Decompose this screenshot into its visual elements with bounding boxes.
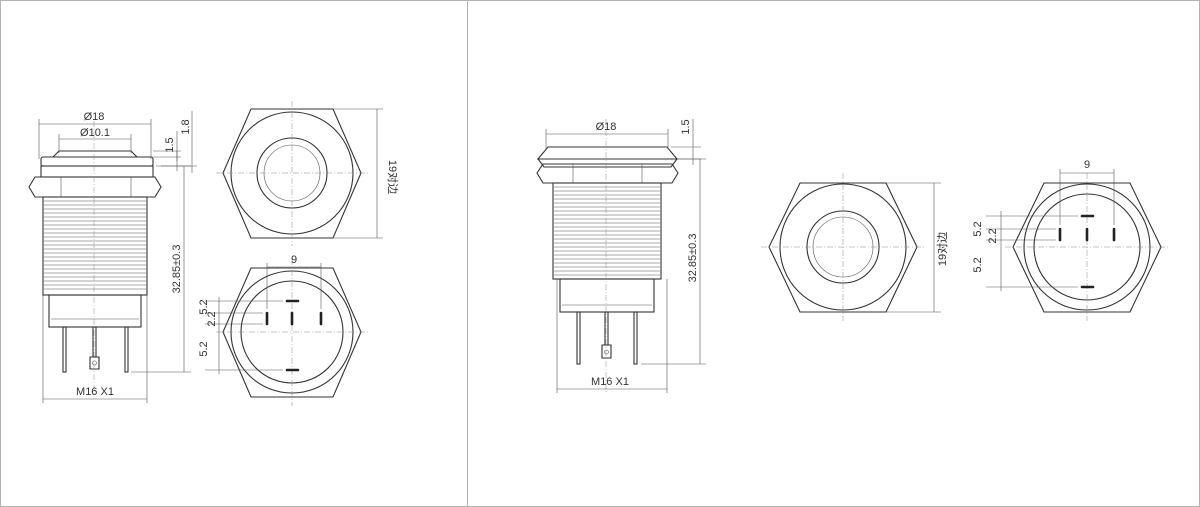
thread-lines — [554, 186, 660, 276]
dim-pin-spacing: 9 — [1084, 159, 1090, 171]
dim-pin-offset-c: 5.2 — [198, 341, 210, 356]
right-bottom-view: 9 5.2 2.2 5.2 — [972, 159, 1169, 321]
dim-outer-dia: Ø18 — [84, 111, 105, 123]
dim-total-length: 32.85±0.3 — [687, 234, 699, 283]
dim-thread: M16 X1 — [591, 376, 629, 388]
dim-hex-across-flats: 19对边 — [386, 160, 400, 194]
dim-pin-spacing: 9 — [291, 254, 297, 266]
left-bottom-view: 9 5.2 2.2 5.2 — [198, 254, 368, 406]
dim-hex-across-flats: 19对边 — [935, 232, 949, 266]
dim-pin-offset-a: 5.2 — [198, 299, 210, 314]
dim-pin-offset-b: 2.2 — [987, 228, 999, 243]
dim-cap-height: 1.5 — [680, 119, 692, 134]
dim-thread: M16 X1 — [76, 386, 114, 398]
right-side-view: Ø18 1.5 32.85±0.3 M16 X1 — [536, 119, 706, 393]
panel-divider — [467, 1, 468, 506]
thread-lines — [44, 200, 146, 290]
dim-pin-offset-a: 5.2 — [972, 221, 984, 236]
dim-cap-height: 1.5 — [164, 137, 176, 152]
dim-pin-offset-b: 2.2 — [206, 311, 218, 326]
dim-outer-dia: Ø18 — [596, 121, 617, 133]
dim-lens-dia: Ø10.1 — [80, 127, 110, 139]
dim-pin-offset-c: 5.2 — [972, 257, 984, 272]
dim-total-length: 32.85±0.3 — [171, 245, 183, 294]
left-side-view: Ø18 Ø10.1 1.5 1.8 32.85±0.3 M16 X — [28, 111, 197, 403]
right-front-view: 19对边 — [761, 173, 949, 321]
left-front-view: 19对边 — [216, 101, 400, 246]
dim-head-height: 1.8 — [180, 119, 192, 134]
